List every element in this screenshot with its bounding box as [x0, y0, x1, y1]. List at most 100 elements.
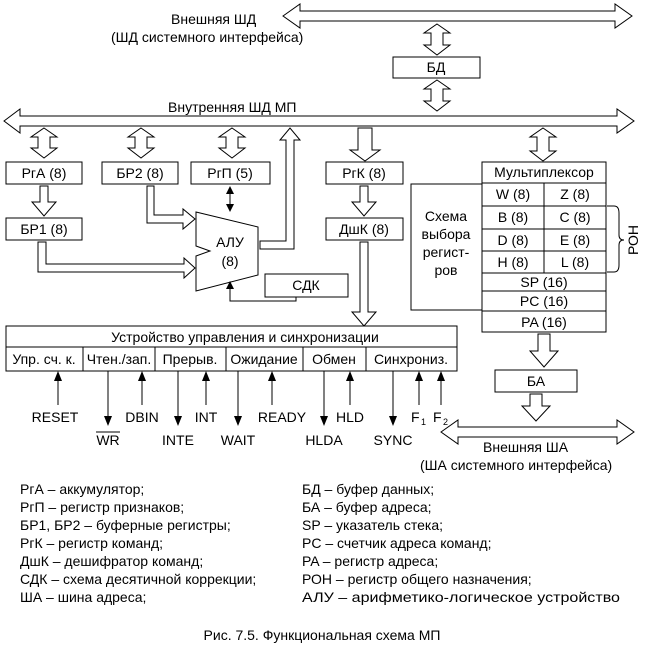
legend-right-1: БД – буфер данных;	[302, 481, 434, 497]
alu-label: АЛУ	[216, 234, 244, 250]
legend-left-3: БР1, БР2 – буферные регистры;	[20, 517, 231, 533]
legend-right-5: PA – регистр адреса;	[302, 553, 438, 569]
legend-left-2: РгП – регистр признаков;	[20, 499, 184, 515]
rgk-bus-link	[348, 127, 382, 162]
rgk-label: РгК (8)	[342, 165, 386, 181]
rgp-bus-link	[217, 127, 247, 159]
register-file: Мультиплексор W (8) Z (8) B (8) C (8) D …	[481, 161, 607, 333]
dshk-block	[325, 217, 404, 241]
external-data-bus-label: Внешняя ШД	[171, 11, 257, 27]
register-select-line-2: выбора	[422, 226, 471, 242]
alu-sdk-arrowhead	[226, 281, 234, 289]
register-l-label: L (8)	[561, 254, 589, 270]
rga-to-br1-arrow	[30, 185, 58, 217]
legend-left-6: СДК – схема десятичной коррекции;	[20, 571, 256, 587]
legend-right-3: SP – указатель стека;	[302, 517, 443, 533]
wait-arrowhead	[234, 416, 242, 426]
register-pc-label: PC (16)	[520, 293, 568, 309]
mux-label: Мультиплексор	[494, 164, 594, 180]
control-unit-title: Устройство управления и синхронизации	[111, 329, 379, 345]
f2-label: F	[433, 409, 442, 425]
legend-right-7: АЛУ – арифметико-логическое устройство	[302, 589, 620, 605]
internal-data-bus-label: Внутренняя ШД МП	[168, 99, 297, 115]
control-section-rw: Чтен./зап.	[87, 351, 152, 367]
ba-to-ext-addr-arrow	[520, 393, 552, 422]
reset-arrowhead	[54, 371, 62, 381]
sync-label: SYNC	[374, 432, 413, 448]
register-z-label: Z (8)	[560, 186, 590, 202]
control-signals	[54, 371, 445, 426]
dbin-label: DBIN	[125, 409, 158, 425]
control-section-sync: Синхрониз.	[374, 351, 448, 367]
ron-label: РОН	[625, 225, 641, 255]
f1-label: F	[411, 409, 420, 425]
register-select-line-3: регист-	[423, 244, 470, 260]
ready-arrowhead	[268, 371, 276, 381]
legend: РгА – аккумулятор; РгП – регистр признак…	[20, 481, 620, 605]
hlda-label: HLDA	[305, 432, 343, 448]
sdk-block	[264, 273, 349, 298]
control-section-interrupt: Прерыв.	[163, 351, 218, 367]
register-w-label: W (8)	[496, 186, 530, 202]
br2-to-alu-arrow	[146, 185, 196, 231]
wr-label: WR	[96, 432, 119, 448]
dshk-to-control-arrow	[350, 241, 378, 327]
legend-left-1: РгА – аккумулятор;	[20, 481, 144, 497]
legend-right-4: PC – счетчик адреса команд;	[302, 535, 492, 551]
br1-to-alu-arrow	[37, 241, 196, 280]
register-pa-label: PA (16)	[521, 314, 567, 330]
register-b-label: B (8)	[498, 209, 528, 225]
f1-arrowhead	[415, 371, 423, 381]
f2-subscript: 2	[443, 417, 448, 427]
register-select-line-1: Схема	[425, 208, 467, 224]
inte-label: INTE	[162, 432, 194, 448]
legend-left-7: ША – шина адреса;	[20, 589, 146, 605]
rgp-block	[190, 161, 271, 185]
br2-bus-link	[126, 127, 156, 159]
control-section-counter: Упр. сч. к.	[12, 351, 75, 367]
alu-block	[195, 211, 259, 292]
hld-label: HLD	[336, 409, 364, 425]
internal-data-bus	[3, 108, 635, 134]
alu-sdk-link	[229, 283, 297, 302]
bd-ext-link	[422, 23, 452, 56]
br1-label: БР1 (8)	[20, 221, 67, 237]
mux-bus-link	[528, 127, 558, 162]
sync-arrowhead	[389, 416, 397, 426]
register-sp-label: SP (16)	[520, 274, 567, 290]
external-address-bus-sublabel: (ША системного интерфейса)	[420, 457, 612, 473]
wait-label: WAIT	[221, 432, 256, 448]
external-data-bus-sublabel: (ШД системного интерфейса)	[111, 29, 303, 45]
legend-left-4: РгК – регистр команд;	[20, 535, 163, 551]
rgp-flag-arrowhead-down	[226, 204, 234, 212]
hlda-arrowhead	[320, 416, 328, 426]
rgp-label: РгП (5)	[207, 165, 253, 181]
external-address-bus-label: Внешняя ША	[483, 439, 569, 455]
control-section-exchange: Обмен	[312, 351, 356, 367]
inte-arrowhead	[174, 416, 182, 426]
external-address-bus	[440, 419, 635, 445]
int-label: INT	[195, 409, 218, 425]
alu-sublabel: (8)	[221, 253, 238, 269]
register-d-label: D (8)	[497, 232, 528, 248]
f2-arrowhead	[437, 371, 445, 381]
f1-subscript: 1	[421, 417, 426, 427]
ba-block	[494, 369, 578, 393]
register-h-label: H (8)	[497, 254, 528, 270]
br1-block	[5, 217, 83, 241]
br2-block	[101, 161, 179, 185]
bd-block	[392, 56, 481, 79]
ready-label: READY	[258, 409, 307, 425]
rgp-flag-arrowhead-up	[226, 186, 234, 194]
alu-to-bus-arrow	[259, 127, 302, 250]
register-c-label: C (8)	[559, 209, 590, 225]
rga-label: РгА (8)	[22, 165, 67, 181]
br2-label: БР2 (8)	[116, 165, 163, 181]
dshk-label: ДшК (8)	[339, 221, 389, 237]
reset-label: RESET	[32, 409, 79, 425]
rgk-to-dshk-arrow	[350, 185, 378, 217]
legend-left-5: ДшК – дешифратор команд;	[20, 553, 203, 569]
ba-label: БА	[527, 373, 546, 389]
ron-brace	[607, 205, 625, 273]
